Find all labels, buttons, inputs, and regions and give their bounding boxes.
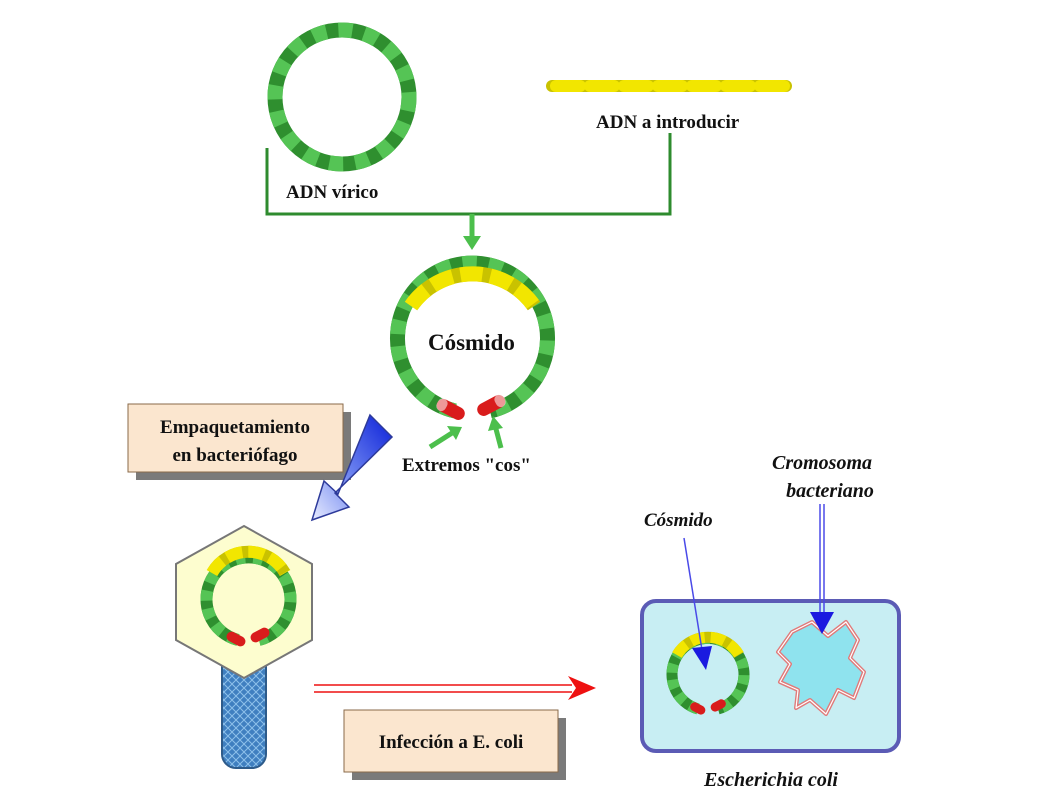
merge-arrow (463, 214, 481, 250)
cell-cos-end-left (690, 702, 706, 715)
cos-pointer-arrow-left (428, 426, 462, 450)
cos-end-left (436, 398, 465, 420)
phage-cos-end-left (226, 631, 246, 647)
packaging-arrow (310, 413, 394, 522)
phage-cosmid-ring (200, 545, 297, 646)
cell-cosmid-ring (666, 631, 750, 715)
cos-pointer-arrow-right (488, 416, 504, 449)
infection-label: Infección a E. coli (379, 732, 524, 753)
chromosome-label-line1: Cromosoma (772, 452, 872, 474)
cell-cos-end-right (710, 699, 726, 712)
viral-dna-label: ADN vírico (286, 182, 378, 203)
phage-cos-end-right (250, 627, 270, 643)
cosmid-ring (390, 255, 555, 419)
packaging-label-box (127, 403, 351, 480)
packaging-label-line2: en bacteriófago (172, 445, 297, 466)
chromosome-label-line2: bacteriano (786, 480, 874, 502)
packaging-label-line1: Empaquetamiento (160, 417, 310, 438)
cos-ends-label: Extremos "cos" (402, 455, 531, 476)
cell-name-label: Escherichia coli (703, 769, 838, 791)
insert-dna-label: ADN a introducir (596, 112, 740, 133)
viral-dna-circle (267, 22, 417, 172)
chromosome-outline-highlight (777, 621, 865, 715)
cos-end-right (477, 394, 506, 416)
connector-line (265, 133, 672, 216)
cosmid-center-label: Cósmido (428, 330, 515, 355)
infection-arrow (314, 676, 596, 700)
infection-label-box (343, 709, 566, 780)
cosmid-pointer-arrow (683, 537, 712, 670)
chromosome-pointer-arrow (810, 504, 834, 634)
cell-cosmid-label: Cósmido (644, 510, 713, 531)
